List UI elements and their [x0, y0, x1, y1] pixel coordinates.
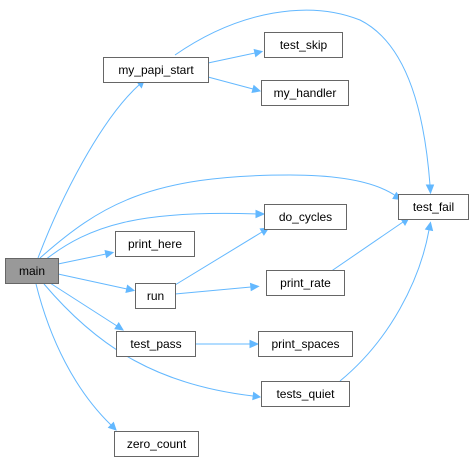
- node-label: zero_count: [127, 437, 187, 451]
- node-print-rate[interactable]: print_rate: [266, 270, 345, 296]
- edge-test-pass-print-spaces: [196, 339, 260, 349]
- edge-my-papi-start-test-skip: [207, 48, 264, 64]
- node-label: run: [147, 289, 164, 303]
- node-label: print_here: [128, 237, 182, 251]
- node-tests-quiet[interactable]: tests_quiet: [261, 381, 350, 407]
- edge-main-tests-quiet: [43, 283, 262, 401]
- node-my-handler[interactable]: my_handler: [261, 80, 349, 106]
- node-label: main: [19, 264, 45, 278]
- node-print-here[interactable]: print_here: [115, 231, 195, 257]
- node-zero-count[interactable]: zero_count: [114, 431, 199, 457]
- edge-main-print-here: [57, 249, 115, 265]
- edge-main-do-cycles: [44, 209, 266, 261]
- node-label: test_pass: [130, 337, 181, 351]
- edge-main-run: [57, 273, 136, 293]
- node-do-cycles[interactable]: do_cycles: [264, 204, 347, 230]
- node-run[interactable]: run: [135, 283, 176, 309]
- node-label: test_skip: [280, 38, 328, 52]
- node-print-spaces[interactable]: print_spaces: [258, 331, 353, 357]
- node-label: my_papi_start: [118, 63, 194, 77]
- edge-tests-quiet-test-fail: [339, 221, 434, 382]
- node-label: print_rate: [280, 276, 331, 290]
- node-label: test_fail: [413, 200, 454, 214]
- node-test-fail[interactable]: test_fail: [398, 194, 469, 220]
- edge-my-papi-start-test-fail: [174, 9, 435, 195]
- edge-run-print-rate: [174, 282, 260, 295]
- node-main[interactable]: main: [5, 258, 59, 284]
- node-my-papi-start[interactable]: my_papi_start: [103, 57, 209, 83]
- node-label: my_handler: [274, 86, 337, 100]
- edge-main-test-pass: [49, 282, 124, 331]
- node-label: print_spaces: [271, 337, 339, 351]
- node-test-pass[interactable]: test_pass: [116, 331, 196, 357]
- node-test-skip[interactable]: test_skip: [264, 32, 343, 58]
- node-label: tests_quiet: [276, 387, 335, 401]
- edge-my-papi-start-my-handler: [207, 76, 262, 94]
- node-label: do_cycles: [279, 210, 332, 224]
- edge-main-zero-count: [35, 283, 117, 431]
